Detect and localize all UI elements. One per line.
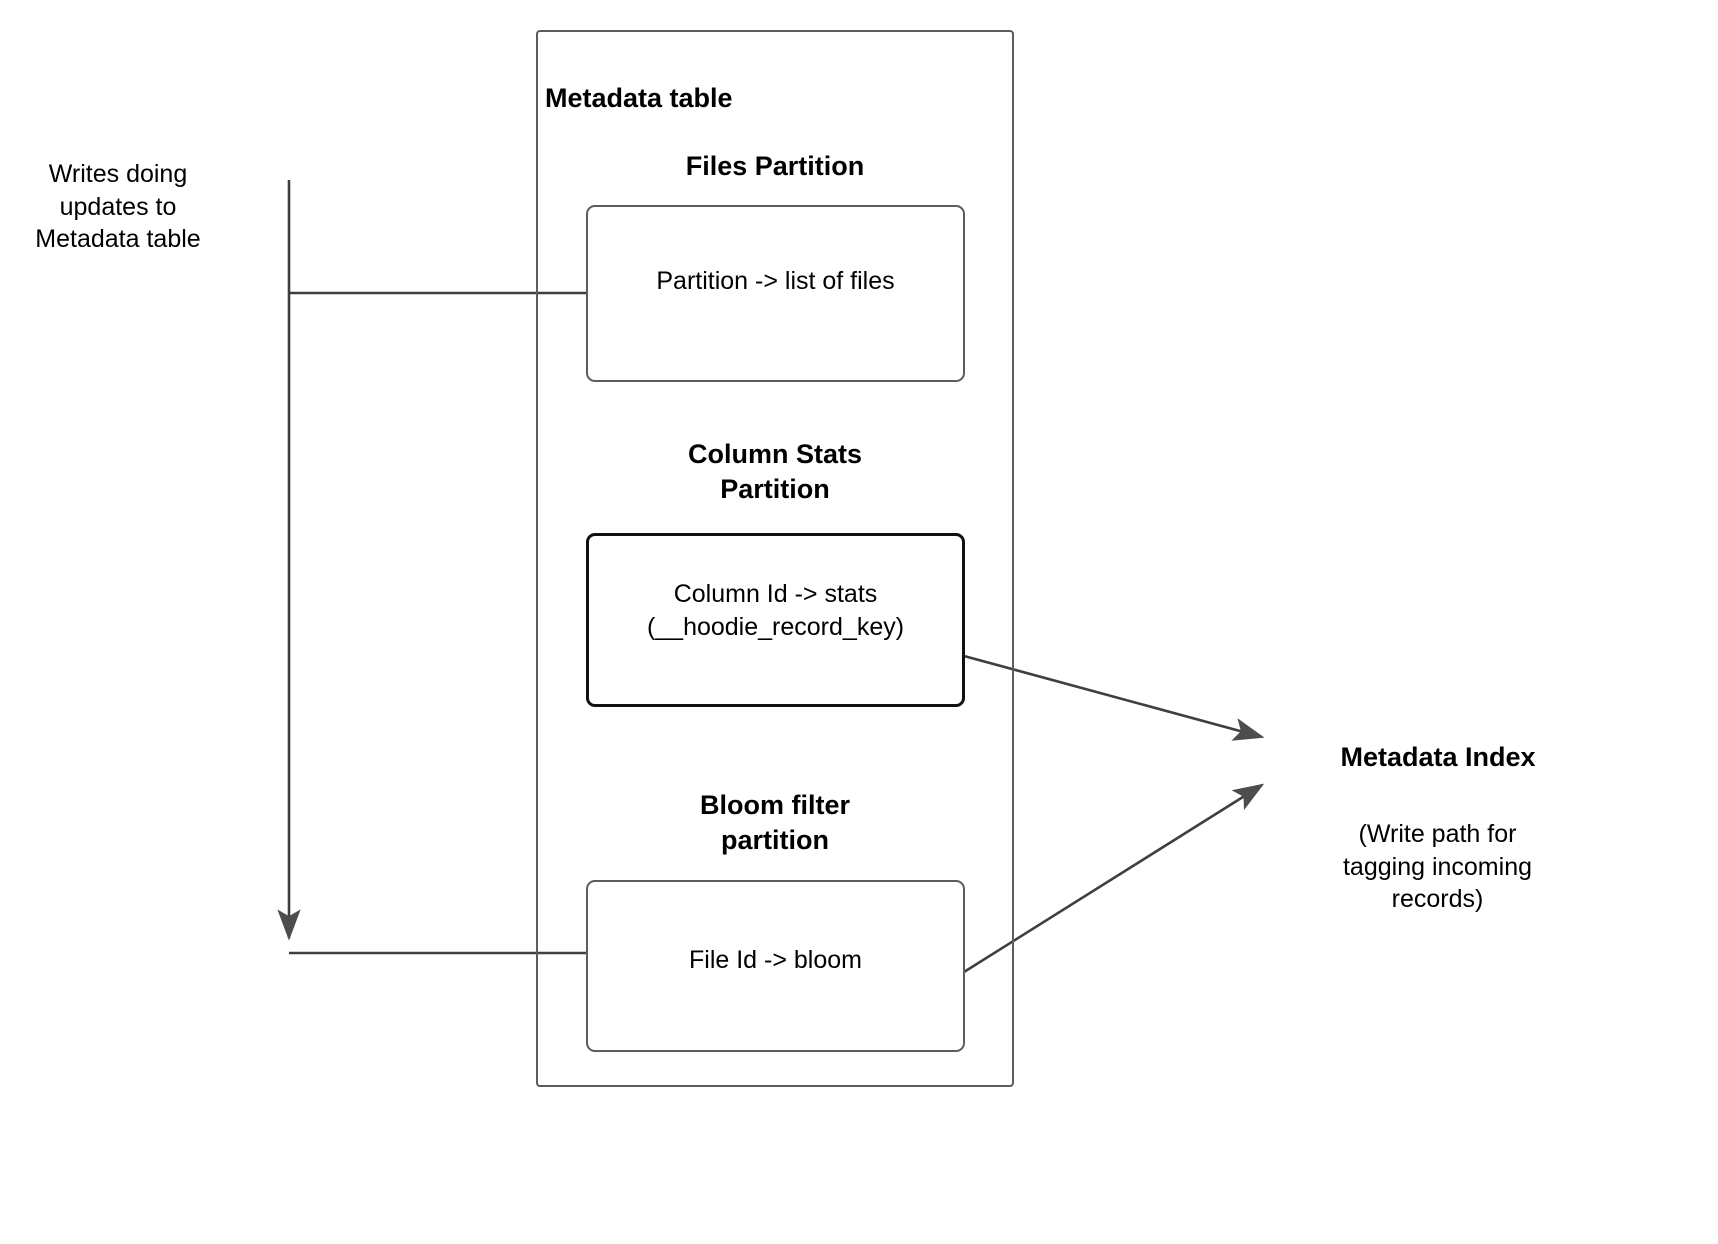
metadata-table-title: Metadata table [545, 83, 733, 113]
column-stats-partition-heading: Column Stats Partition [687, 439, 862, 505]
column-stats-partition-box-label: Column Id -> stats (__hoodie_record_key) [646, 580, 905, 641]
bloom-filter-partition-heading: Bloom filter partition [699, 790, 850, 856]
column-stats-partition-box: Column Id -> stats (__hoodie_record_key) [586, 533, 965, 707]
metadata-index-caption: (Write path for tagging incoming records… [1342, 820, 1532, 913]
metadata-index-title: Metadata Index [1340, 742, 1536, 772]
metadata-table-container [536, 30, 1014, 1087]
writes-updates-caption: Writes doing updates to Metadata table [35, 160, 201, 253]
files-partition-heading: Files Partition [685, 151, 865, 181]
bloom-filter-partition-box: File Id -> bloom [586, 880, 965, 1052]
files-partition-box: Partition -> list of files [586, 205, 965, 382]
files-partition-box-label: Partition -> list of files [656, 267, 895, 295]
bloom-filter-partition-box-label: File Id -> bloom [689, 946, 862, 974]
